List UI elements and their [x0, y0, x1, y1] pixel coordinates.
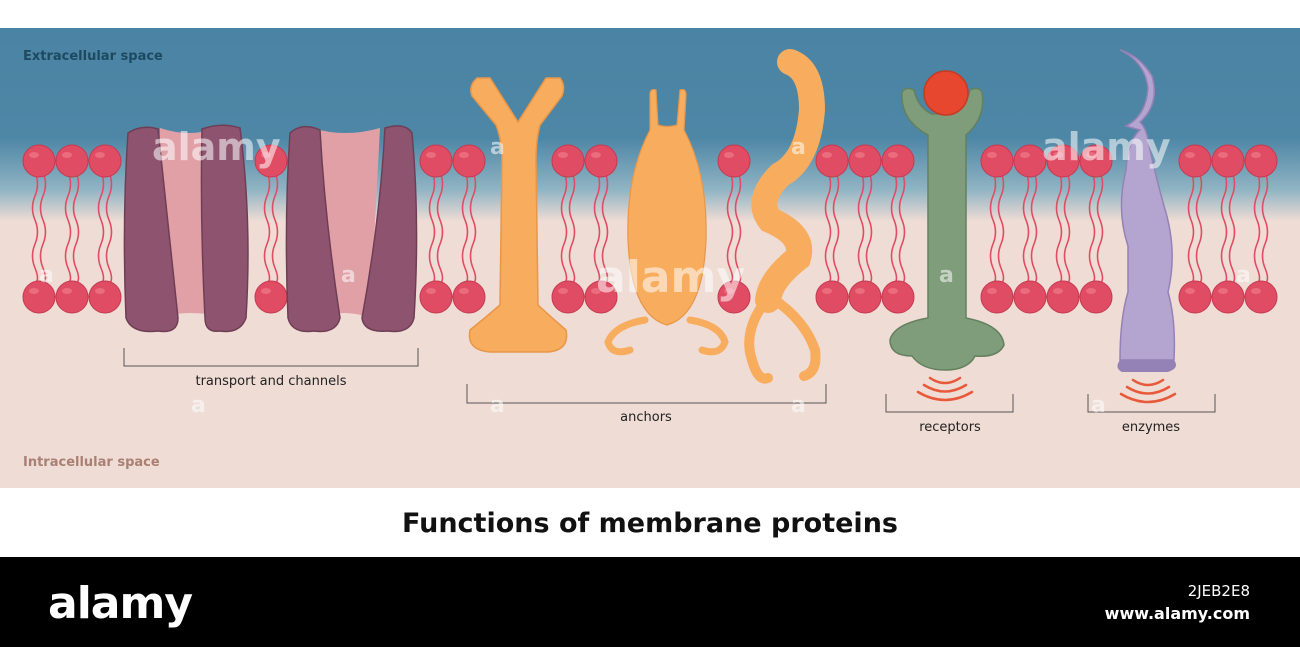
phospholipid [1079, 144, 1113, 314]
svg-text:a: a [1091, 393, 1106, 418]
watermark-overlay: alamy alamy alamy a a a a a a a a a a [39, 125, 1251, 418]
svg-text:a: a [791, 135, 806, 160]
svg-text:a: a [341, 263, 356, 288]
transport-channel-protein-1 [123, 124, 249, 333]
enzyme-protein [1117, 49, 1176, 372]
intracellular-space-label: Intracellular space [23, 455, 160, 470]
extracellular-space-label: Extracellular space [23, 49, 163, 64]
phospholipid [1046, 144, 1080, 314]
phospholipid [1211, 144, 1245, 314]
ligand-molecule [923, 70, 969, 116]
svg-text:alamy: alamy [1042, 125, 1171, 169]
svg-text:a: a [39, 263, 54, 288]
phospholipid [88, 144, 122, 314]
svg-text:a: a [490, 135, 505, 160]
image-id: 2JEB2E8 [1188, 582, 1250, 600]
phospholipid [254, 144, 288, 314]
phospholipid [717, 144, 751, 314]
footer-bar [0, 557, 1300, 647]
transport-channel-protein-2 [285, 125, 418, 333]
svg-text:a: a [939, 263, 954, 288]
y-shaped-anchor-protein [468, 77, 568, 353]
phospholipid [980, 144, 1014, 314]
receptor-protein [889, 70, 1005, 371]
enzymes-label: enzymes [1122, 420, 1180, 435]
phospholipid [22, 144, 56, 314]
phospholipid-bilayer [22, 144, 1278, 314]
oval-anchor-protein [604, 88, 729, 356]
receptor-signal-icon [916, 376, 974, 402]
svg-text:a: a [490, 393, 505, 418]
receptors-label: receptors [919, 420, 981, 435]
phospholipid [848, 144, 882, 314]
anchors-label: anchors [620, 410, 672, 425]
svg-text:alamy: alamy [596, 252, 745, 303]
receptors-bracket [885, 394, 1014, 413]
svg-text:a: a [791, 393, 806, 418]
phospholipid [419, 144, 453, 314]
phospholipid [55, 144, 89, 314]
svg-text:a: a [191, 393, 206, 418]
svg-text:alamy: alamy [152, 125, 281, 169]
phospholipid [1013, 144, 1047, 314]
phospholipid [551, 144, 585, 314]
transport-label: transport and channels [195, 374, 346, 389]
phospholipid [1178, 144, 1212, 314]
helical-anchor-protein [744, 49, 826, 384]
figure-title: Functions of membrane proteins [402, 508, 898, 539]
transport-bracket [123, 348, 419, 367]
phospholipid [1244, 144, 1278, 314]
phospholipid [584, 144, 618, 314]
image-url: www.alamy.com [1105, 604, 1250, 623]
enzymes-bracket [1087, 394, 1216, 413]
enzyme-signal-icon [1119, 378, 1177, 404]
phospholipid [881, 144, 915, 314]
footer-logo: alamy [48, 578, 192, 629]
phospholipid [815, 144, 849, 314]
svg-text:a: a [1236, 263, 1251, 288]
anchors-bracket [466, 384, 827, 404]
phospholipid [452, 144, 486, 314]
